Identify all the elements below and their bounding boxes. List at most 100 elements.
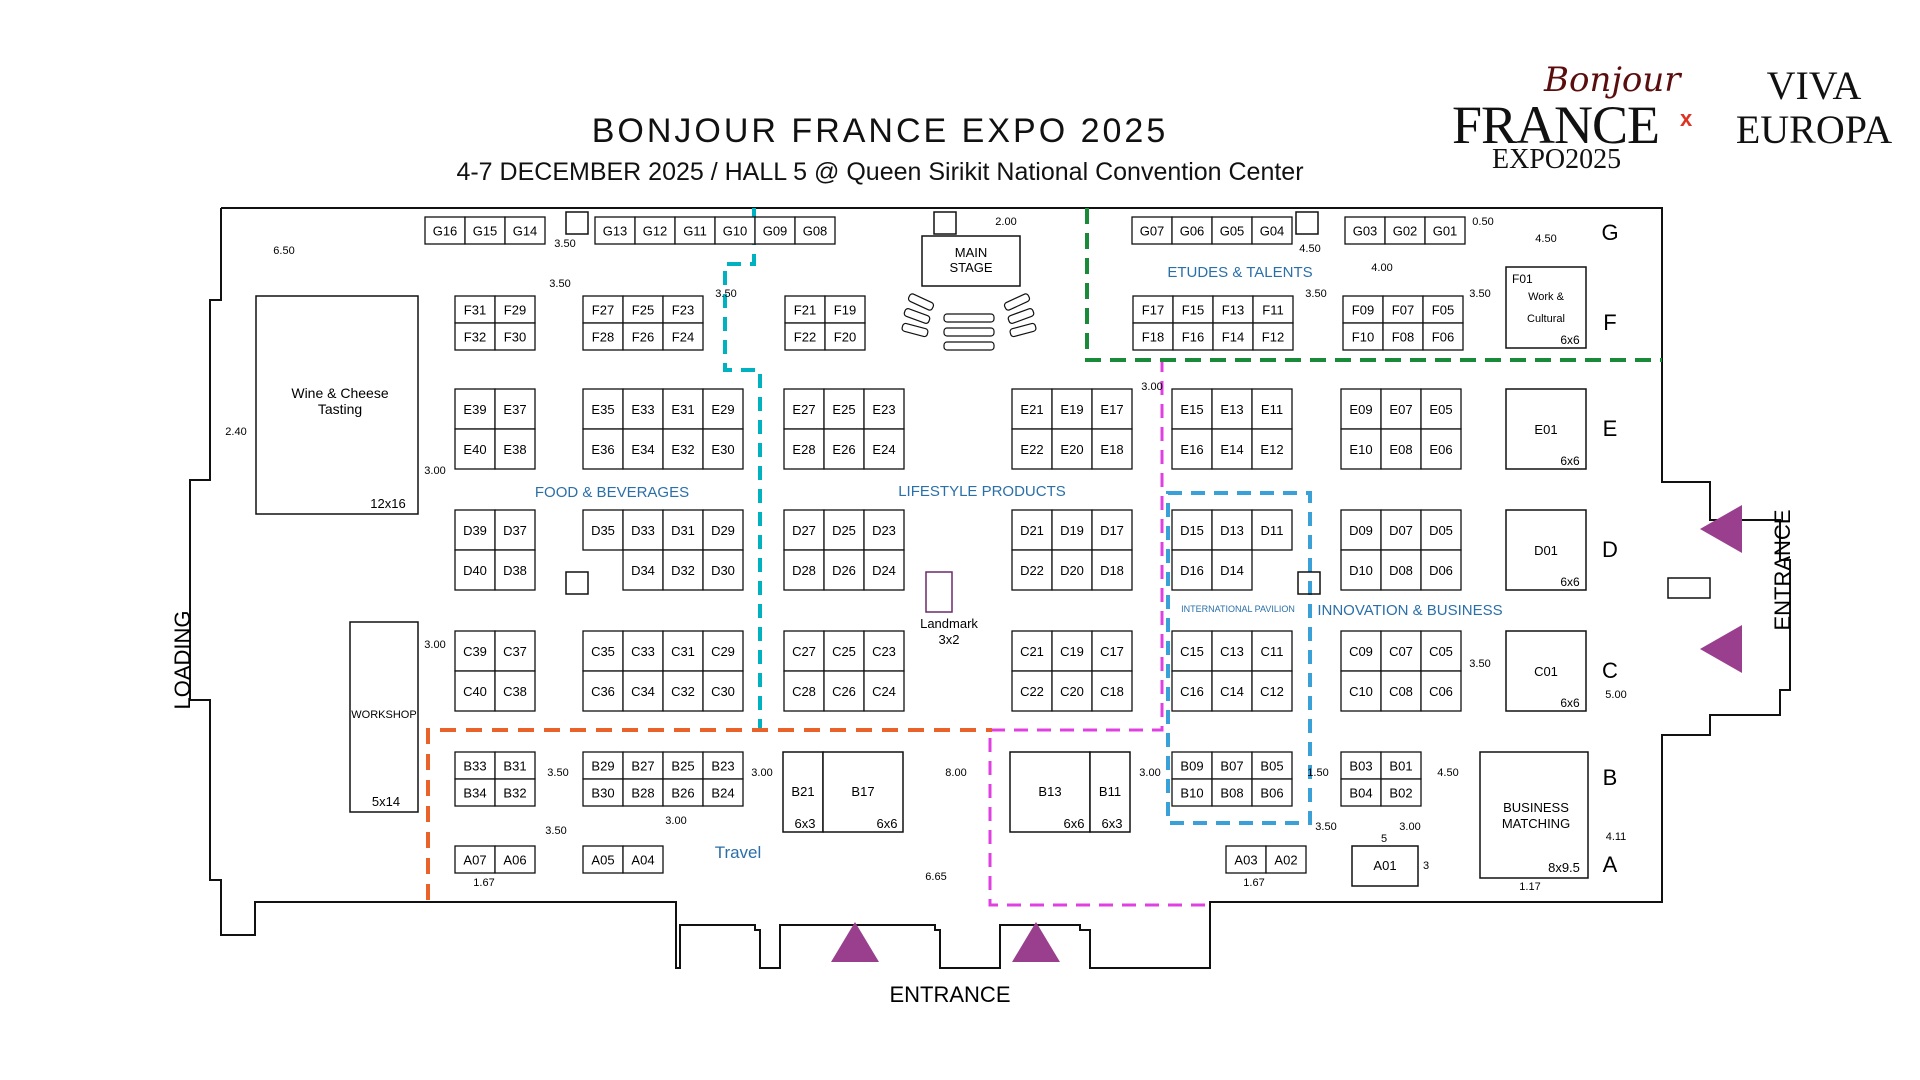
booth-D19[interactable] bbox=[1051, 509, 1093, 551]
booth-E29[interactable] bbox=[702, 388, 744, 430]
booth-C12[interactable] bbox=[1251, 670, 1293, 712]
booth-B32[interactable] bbox=[494, 778, 536, 807]
booth-G07[interactable] bbox=[1131, 216, 1173, 245]
booth-D29[interactable] bbox=[702, 509, 744, 551]
booth-B25[interactable] bbox=[662, 751, 704, 780]
booth-B24[interactable] bbox=[702, 778, 744, 807]
booth-C10[interactable] bbox=[1340, 670, 1382, 712]
booth-E38[interactable] bbox=[494, 428, 536, 470]
booth-F15[interactable] bbox=[1172, 295, 1214, 324]
booth-A03[interactable] bbox=[1225, 845, 1267, 874]
booth-C13[interactable] bbox=[1211, 630, 1253, 672]
booth-C31[interactable] bbox=[662, 630, 704, 672]
booth-G11[interactable] bbox=[674, 216, 716, 245]
booth-F24[interactable] bbox=[662, 322, 704, 351]
booth-D38[interactable] bbox=[494, 549, 536, 591]
booth-E28[interactable] bbox=[783, 428, 825, 470]
booth-D30[interactable] bbox=[702, 549, 744, 591]
booth-F06[interactable] bbox=[1422, 322, 1464, 351]
booth-B34[interactable] bbox=[454, 778, 496, 807]
booth-G01[interactable] bbox=[1424, 216, 1466, 245]
booth-D24[interactable] bbox=[863, 549, 905, 591]
booth-C08[interactable] bbox=[1380, 670, 1422, 712]
booth-C25[interactable] bbox=[823, 630, 865, 672]
booth-G08[interactable] bbox=[794, 216, 836, 245]
booth-D11[interactable] bbox=[1251, 509, 1293, 551]
booth-C30[interactable] bbox=[702, 670, 744, 712]
booth-E23[interactable] bbox=[863, 388, 905, 430]
booth-C33[interactable] bbox=[622, 630, 664, 672]
booth-D18[interactable] bbox=[1091, 549, 1133, 591]
booth-B10[interactable] bbox=[1171, 778, 1213, 807]
booth-D31[interactable] bbox=[662, 509, 704, 551]
booth-C32[interactable] bbox=[662, 670, 704, 712]
booth-D34[interactable] bbox=[622, 549, 664, 591]
booth-C09[interactable] bbox=[1340, 630, 1382, 672]
booth-D16[interactable] bbox=[1171, 549, 1213, 591]
booth-F26[interactable] bbox=[622, 322, 664, 351]
booth-F16[interactable] bbox=[1172, 322, 1214, 351]
booth-E11[interactable] bbox=[1251, 388, 1293, 430]
booth-B11[interactable] bbox=[1089, 751, 1131, 833]
booth-G14[interactable] bbox=[504, 216, 546, 245]
booth-D07[interactable] bbox=[1380, 509, 1422, 551]
booth-C38[interactable] bbox=[494, 670, 536, 712]
booth-F28[interactable] bbox=[582, 322, 624, 351]
booth-D13[interactable] bbox=[1211, 509, 1253, 551]
booth-B09[interactable] bbox=[1171, 751, 1213, 780]
booth-E10[interactable] bbox=[1340, 428, 1382, 470]
booth-D39[interactable] bbox=[454, 509, 496, 551]
booth-A01[interactable] bbox=[1351, 845, 1419, 887]
booth-C24[interactable] bbox=[863, 670, 905, 712]
booth-G03[interactable] bbox=[1344, 216, 1386, 245]
booth-G06[interactable] bbox=[1171, 216, 1213, 245]
booth-F11[interactable] bbox=[1252, 295, 1294, 324]
booth-B05[interactable] bbox=[1251, 751, 1293, 780]
booth-A04[interactable] bbox=[622, 845, 664, 874]
booth-G10[interactable] bbox=[714, 216, 756, 245]
booth-G04[interactable] bbox=[1251, 216, 1293, 245]
booth-C06[interactable] bbox=[1420, 670, 1462, 712]
business-matching[interactable] bbox=[1479, 751, 1589, 879]
booth-D14[interactable] bbox=[1211, 549, 1253, 591]
booth-C26[interactable] bbox=[823, 670, 865, 712]
booth-D32[interactable] bbox=[662, 549, 704, 591]
booth-G02[interactable] bbox=[1384, 216, 1426, 245]
booth-D05[interactable] bbox=[1420, 509, 1462, 551]
booth-F07[interactable] bbox=[1382, 295, 1424, 324]
booth-B06[interactable] bbox=[1251, 778, 1293, 807]
booth-E01[interactable] bbox=[1505, 388, 1587, 470]
booth-C22[interactable] bbox=[1011, 670, 1053, 712]
booth-E30[interactable] bbox=[702, 428, 744, 470]
booth-D20[interactable] bbox=[1051, 549, 1093, 591]
booth-D08[interactable] bbox=[1380, 549, 1422, 591]
booth-E14[interactable] bbox=[1211, 428, 1253, 470]
booth-B33[interactable] bbox=[454, 751, 496, 780]
booth-E35[interactable] bbox=[582, 388, 624, 430]
booth-E08[interactable] bbox=[1380, 428, 1422, 470]
booth-F20[interactable] bbox=[824, 322, 866, 351]
booth-D22[interactable] bbox=[1011, 549, 1053, 591]
booth-A05[interactable] bbox=[582, 845, 624, 874]
booth-F01[interactable] bbox=[1505, 266, 1587, 349]
booth-E20[interactable] bbox=[1051, 428, 1093, 470]
booth-E37[interactable] bbox=[494, 388, 536, 430]
booth-D17[interactable] bbox=[1091, 509, 1133, 551]
booth-E36[interactable] bbox=[582, 428, 624, 470]
booth-B31[interactable] bbox=[494, 751, 536, 780]
booth-G13[interactable] bbox=[594, 216, 636, 245]
booth-A07[interactable] bbox=[454, 845, 496, 874]
booth-F12[interactable] bbox=[1252, 322, 1294, 351]
booth-G16[interactable] bbox=[424, 216, 466, 245]
booth-C27[interactable] bbox=[783, 630, 825, 672]
booth-E40[interactable] bbox=[454, 428, 496, 470]
booth-F32[interactable] bbox=[454, 322, 496, 351]
booth-E31[interactable] bbox=[662, 388, 704, 430]
booth-E05[interactable] bbox=[1420, 388, 1462, 430]
booth-C11[interactable] bbox=[1251, 630, 1293, 672]
booth-C01[interactable] bbox=[1505, 630, 1587, 712]
booth-F18[interactable] bbox=[1132, 322, 1174, 351]
booth-F09[interactable] bbox=[1342, 295, 1384, 324]
booth-B21[interactable] bbox=[782, 751, 824, 833]
booth-D09[interactable] bbox=[1340, 509, 1382, 551]
